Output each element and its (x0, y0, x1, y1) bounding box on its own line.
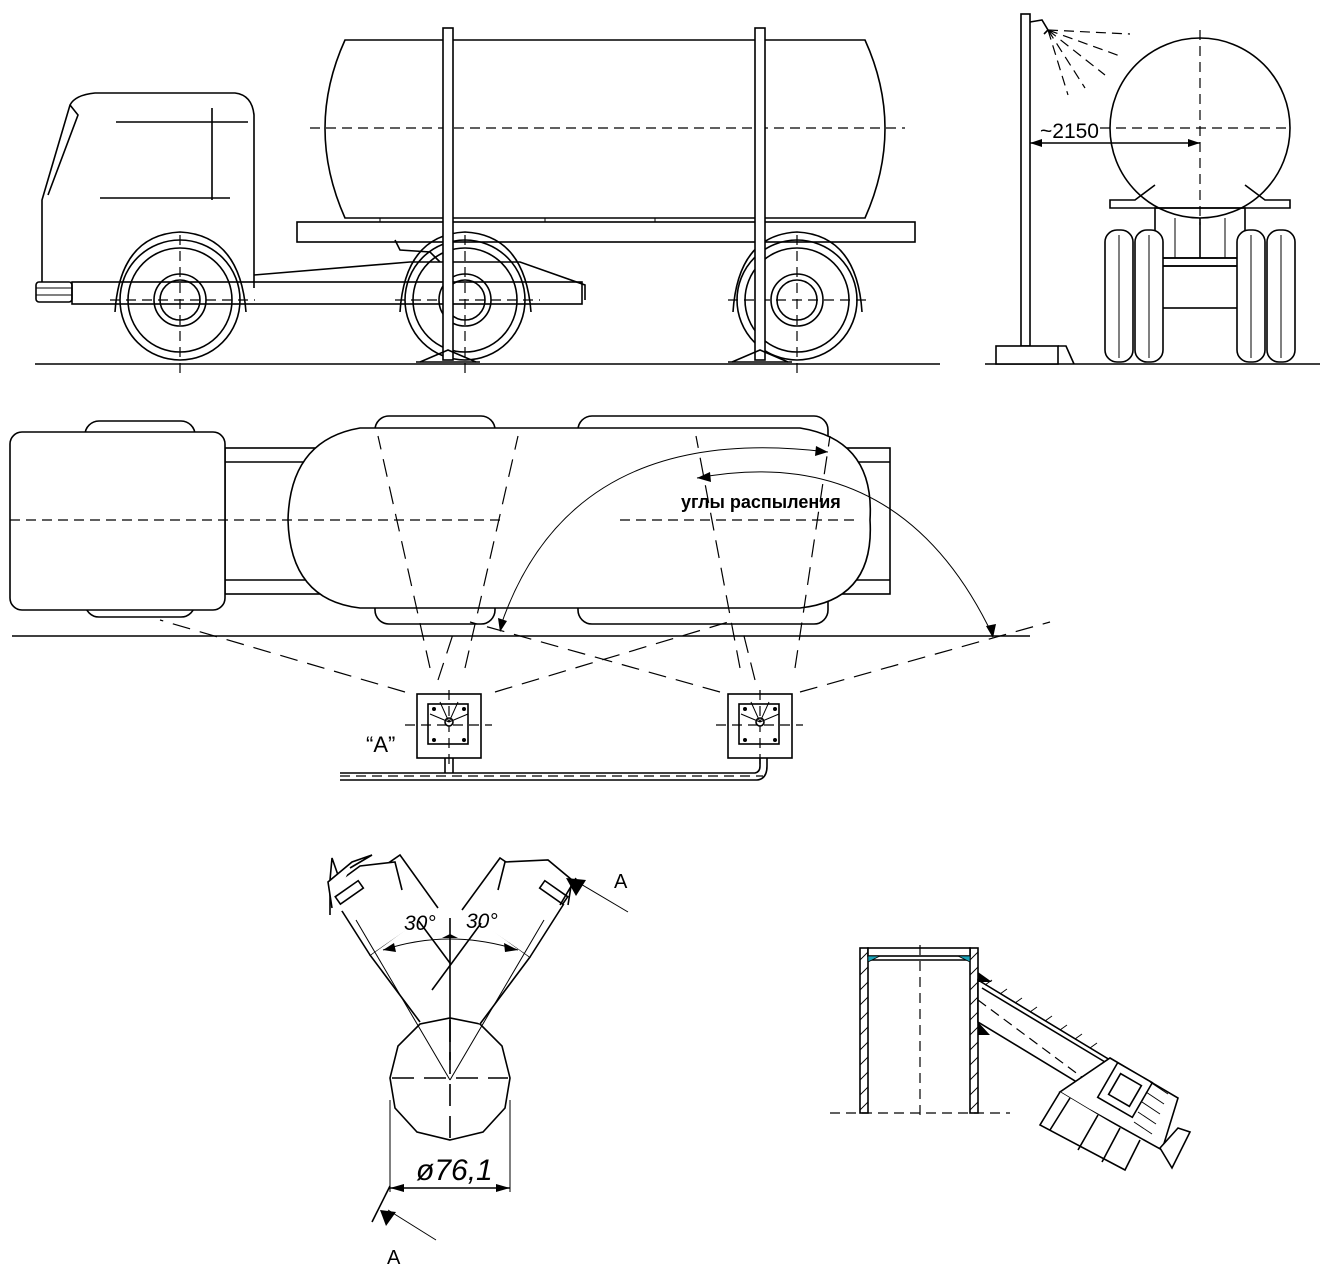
spray-arc-left (499, 447, 829, 629)
tank-body (324, 39, 886, 219)
mast-left-side (416, 27, 480, 363)
cab-windshield (47, 104, 79, 196)
spray-angles-label: углы распыления (681, 492, 841, 512)
view-a-label: “A” (366, 732, 395, 757)
mast-front (1020, 13, 1031, 347)
wheel-middle (395, 231, 540, 378)
weld-left (867, 955, 881, 963)
nozzle-tip (1159, 1127, 1192, 1170)
spray-arc-right (696, 471, 994, 637)
angle-right-label: 30° (466, 910, 498, 933)
spray-cones (159, 435, 1051, 693)
angle-arc (382, 938, 519, 951)
dimension-label: ~2150 (1040, 120, 1099, 143)
section-a-top-label: A (614, 871, 628, 893)
diameter-label: ø76,1 (416, 1154, 493, 1187)
nozzle-box-left (405, 690, 492, 770)
supply-pipe (340, 758, 761, 774)
tank-top (287, 427, 872, 609)
front-wheels-right (1236, 229, 1296, 363)
wheel-rear (728, 231, 870, 378)
mast-base (995, 345, 1059, 365)
chassis-frame (71, 281, 583, 305)
spray-fan-front (1047, 29, 1131, 96)
section-a-bottom-label: A (387, 1247, 401, 1268)
nozzle-detail: 30° 30° A A ø76,1 (327, 853, 629, 1268)
front-wheels-left (1104, 229, 1164, 363)
weld-right (957, 955, 971, 963)
top-view: углы распыления “A” (9, 415, 1051, 781)
section-aa (830, 945, 1192, 1172)
chassis-upper (253, 261, 586, 300)
angle-left-label: 30° (404, 912, 436, 935)
nozzle-box-right (716, 690, 803, 770)
nozzle-insert (1096, 1061, 1154, 1119)
side-view-truck (35, 27, 940, 378)
bumper (35, 281, 73, 303)
cab-top (9, 431, 226, 611)
nozzle-right-branch (431, 856, 573, 1025)
wheel-front (110, 231, 255, 378)
mast-right-side (728, 27, 792, 363)
tank-platform (296, 221, 916, 243)
spray-nozzle-front (1029, 19, 1050, 35)
cab-outline (41, 92, 255, 290)
front-view: ~2150 (985, 13, 1320, 365)
pipe-top-flange (867, 947, 971, 957)
